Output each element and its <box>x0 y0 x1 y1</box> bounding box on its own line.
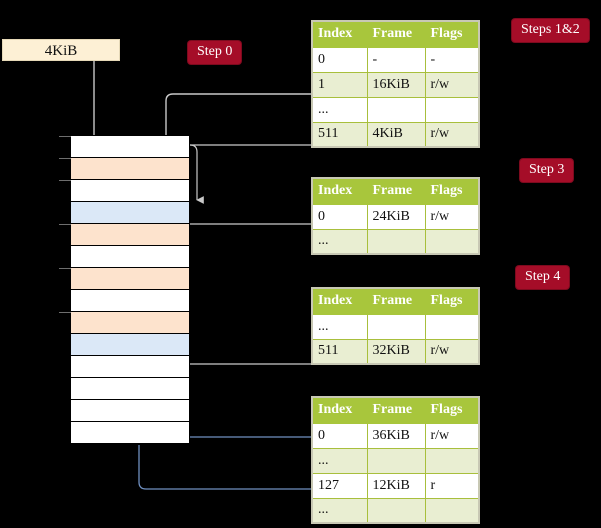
cell-frame: 32KiB <box>366 338 426 365</box>
memory-frame-1 <box>71 158 189 180</box>
cell-index: 127 <box>311 472 368 499</box>
memory-frame-12 <box>71 400 189 422</box>
memory-frame-0 <box>71 136 189 158</box>
memory-frame-8 <box>71 312 189 334</box>
cell-flags: - <box>424 46 480 73</box>
table-row: ... <box>311 228 480 255</box>
column-header-frame: Frame <box>366 20 426 48</box>
memory-frame-10 <box>71 356 189 378</box>
cell-flags <box>424 228 480 255</box>
cell-frame: - <box>366 46 426 73</box>
memory-frame-7 <box>71 290 189 312</box>
cell-index: 1 <box>311 71 368 98</box>
memory-tick-0 <box>59 136 71 137</box>
wire-memory-to-level0-511 <box>189 144 311 204</box>
cell-index: ... <box>311 313 368 340</box>
cell-flags: r/w <box>424 203 480 230</box>
cell-index: ... <box>311 96 368 123</box>
cell-flags <box>424 313 480 340</box>
wire-level1-to-memory <box>182 223 311 248</box>
virtual-page-box: 4KiB <box>2 39 120 61</box>
cell-frame <box>366 96 426 123</box>
badge-step-3: Step 3 <box>520 159 574 182</box>
badge-step-4: Step 4 <box>516 266 570 289</box>
memory-tick-4 <box>59 224 71 225</box>
memory-frame-4 <box>71 224 189 246</box>
cell-index: ... <box>311 497 368 524</box>
cell-flags <box>424 96 480 123</box>
cell-frame: 16KiB <box>366 71 426 98</box>
memory-frame-9 <box>71 334 189 356</box>
cell-frame: 12KiB <box>366 472 426 499</box>
table-row: ... <box>311 497 480 524</box>
column-header-index: Index <box>311 396 368 424</box>
table-row: ... <box>311 447 480 474</box>
column-header-flags: Flags <box>424 177 480 205</box>
column-header-frame: Frame <box>366 177 426 205</box>
column-header-index: Index <box>311 177 368 205</box>
table-row: 0-- <box>311 46 480 73</box>
cell-frame: 4KiB <box>366 121 426 148</box>
column-header-flags: Flags <box>424 20 480 48</box>
memory-frame-5 <box>71 246 189 268</box>
cell-index: 0 <box>311 46 368 73</box>
cell-frame <box>366 313 426 340</box>
column-header-frame: Frame <box>366 287 426 315</box>
table-row: ... <box>311 313 480 340</box>
cell-flags: r/w <box>424 422 480 449</box>
cell-flags: r/w <box>424 338 480 365</box>
cell-index: ... <box>311 447 368 474</box>
memory-tick-8 <box>59 312 71 313</box>
memory-tick-6 <box>59 268 71 269</box>
cell-flags: r/w <box>424 121 480 148</box>
wire-memory-to-level2 <box>171 288 311 365</box>
badge-steps-1-2: Steps 1&2 <box>512 19 589 42</box>
column-header-index: Index <box>311 20 368 48</box>
cell-flags: r <box>424 472 480 499</box>
cell-index: 511 <box>311 338 368 365</box>
cell-index: 0 <box>311 203 368 230</box>
physical-memory-column <box>59 135 190 445</box>
memory-frame-3 <box>71 202 189 224</box>
memory-frame-2 <box>71 180 189 202</box>
memory-frame-6 <box>71 268 189 290</box>
badge-step-0: Step 0 <box>188 41 242 64</box>
memory-frame-11 <box>71 378 189 400</box>
cell-frame <box>366 497 426 524</box>
cell-frame: 24KiB <box>366 203 426 230</box>
cell-flags: r/w <box>424 71 480 98</box>
column-header-flags: Flags <box>424 287 480 315</box>
memory-tick-2 <box>59 180 71 181</box>
cell-flags <box>424 447 480 474</box>
memory-frame-13 <box>71 422 189 444</box>
memory-tick-1 <box>59 158 71 159</box>
column-header-frame: Frame <box>366 396 426 424</box>
table-row: ... <box>311 96 480 123</box>
column-header-flags: Flags <box>424 396 480 424</box>
cell-frame: 36KiB <box>366 422 426 449</box>
cell-index: 511 <box>311 121 368 148</box>
cell-index: 0 <box>311 422 368 449</box>
cell-frame <box>366 447 426 474</box>
cell-index: ... <box>311 228 368 255</box>
column-header-index: Index <box>311 287 368 315</box>
cell-frame <box>366 228 426 255</box>
cell-flags <box>424 497 480 524</box>
